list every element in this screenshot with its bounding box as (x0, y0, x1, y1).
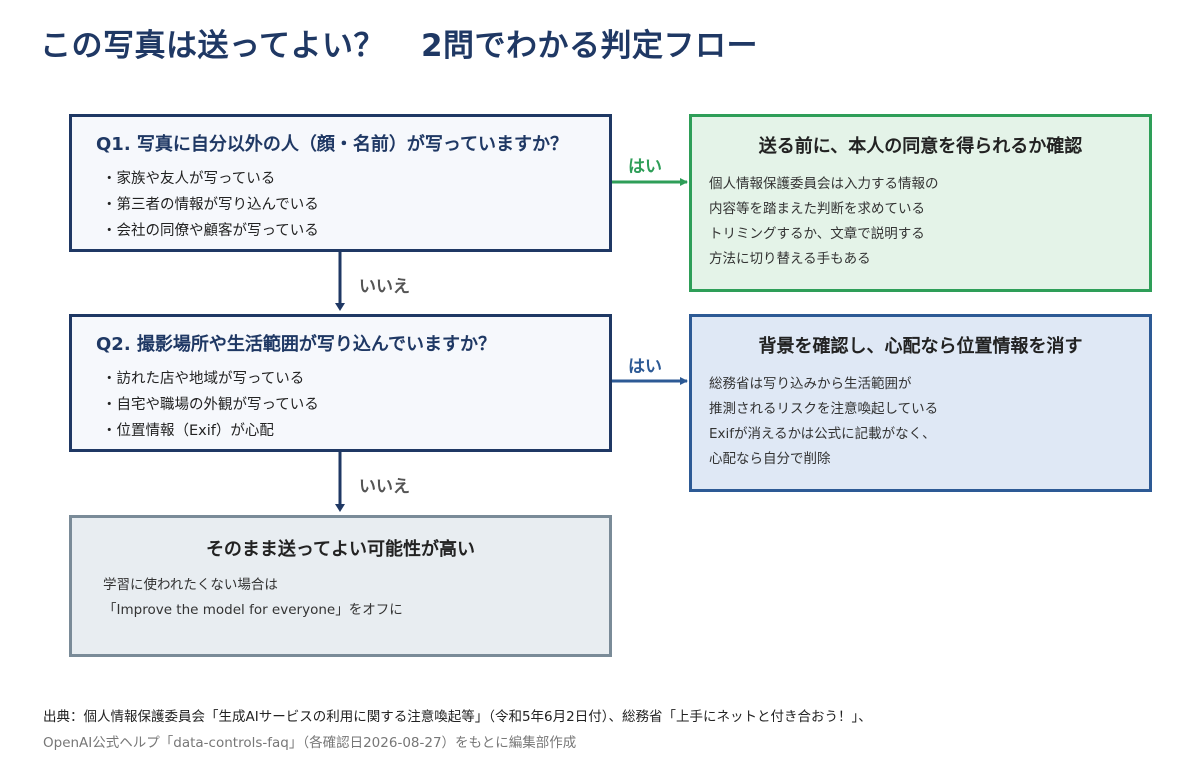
yes-label-q1: はい (628, 157, 662, 177)
question-2-list: 訪れた店や地域が写っている 自宅や職場の外観が写っている 位置情報（Exif）が… (102, 366, 319, 444)
no-label-q1: いいえ (359, 277, 410, 297)
yes-label-q2: はい (628, 357, 662, 377)
page-title: この写真は送ってよい？ 2問でわかる判定フロー (40, 20, 758, 65)
no-label-q2: いいえ (359, 477, 410, 497)
list-item: 家族や友人が写っている (102, 166, 319, 192)
title-main: この写真は送ってよい？ (40, 28, 385, 64)
answer-1-list: 個人情報保護委員会は入力する情報の 内容等を踏まえた判断を求めている トリミング… (709, 172, 939, 272)
result-list: 学習に使われたくない場合は 「Improve the model for eve… (103, 573, 403, 623)
title-sub: 2問でわかる判定フロー (420, 28, 759, 64)
list-item: 心配なら自分で削除 (709, 451, 831, 467)
question-2-heading: Q2. 撮影場所や生活範囲が写り込んでいますか？ (96, 334, 497, 355)
source-note-line-1: 出典：個人情報保護委員会「生成AIサービスの利用に関する注意喚起等」（令和5年6… (43, 709, 872, 725)
source-note-line-2: OpenAI公式ヘルプ「data-controls-faq」（各確認日2026-… (43, 735, 577, 751)
answer-1-box: 送る前に、本人の同意を得られるか確認 個人情報保護委員会は入力する情報の 内容等… (689, 114, 1152, 292)
list-item: 内容等を踏まえた判断を求めている (709, 201, 925, 217)
list-item: 自宅や職場の外観が写っている (102, 392, 319, 418)
list-item: 推測されるリスクを注意喚起している (709, 401, 939, 417)
list-item: トリミングするか、文章で説明する (709, 226, 925, 242)
result-heading: そのまま送ってよい可能性が高い (205, 539, 476, 560)
arrow-q2-no-head (335, 504, 345, 512)
list-item: 学習に使われたくない場合は (103, 577, 278, 593)
list-item: 会社の同僚や顧客が写っている (102, 218, 319, 244)
question-1-box: Q1. 写真に自分以外の人（顔・名前）が写っていますか？ 家族や友人が写っている… (69, 114, 612, 252)
list-item: 個人情報保護委員会は入力する情報の (709, 176, 939, 192)
question-1-heading: Q1. 写真に自分以外の人（顔・名前）が写っていますか？ (96, 134, 569, 155)
question-1-list: 家族や友人が写っている 第三者の情報が写り込んでいる 会社の同僚や顧客が写ってい… (102, 166, 319, 244)
arrow-q1-no-head (335, 303, 345, 311)
list-item: Exifが消えるかは公式に記載がなく、 (709, 426, 936, 442)
list-item: 「Improve the model for everyone」をオフに (103, 602, 403, 618)
list-item: 位置情報（Exif）が心配 (102, 418, 319, 444)
answer-2-list: 総務省は写り込みから生活範囲が 推測されるリスクを注意喚起している Exifが消… (709, 372, 938, 472)
result-box: そのまま送ってよい可能性が高い 学習に使われたくない場合は 「Improve t… (69, 515, 612, 657)
list-item: 訪れた店や地域が写っている (102, 366, 319, 392)
answer-2-heading: 背景を確認し、心配なら位置情報を消す (758, 336, 1083, 357)
list-item: 総務省は写り込みから生活範囲が (709, 376, 912, 392)
answer-2-box: 背景を確認し、心配なら位置情報を消す 総務省は写り込みから生活範囲が 推測される… (689, 314, 1152, 492)
list-item: 第三者の情報が写り込んでいる (102, 192, 319, 218)
answer-1-heading: 送る前に、本人の同意を得られるか確認 (758, 136, 1083, 157)
list-item: 方法に切り替える手もある (709, 251, 871, 267)
question-2-box: Q2. 撮影場所や生活範囲が写り込んでいますか？ 訪れた店や地域が写っている 自… (69, 314, 612, 452)
